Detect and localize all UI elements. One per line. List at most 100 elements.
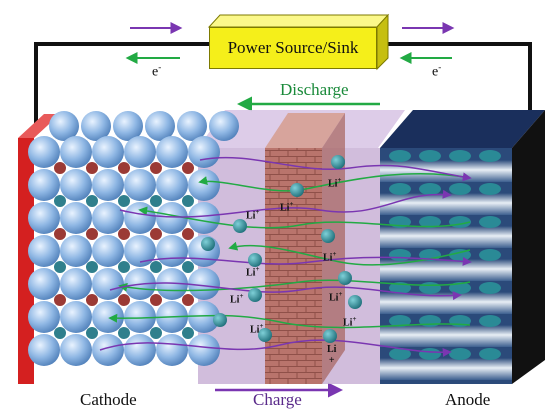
discharge-label: Discharge	[280, 80, 349, 99]
cathode-sphere	[28, 301, 60, 333]
cathode-lattice	[28, 111, 239, 366]
cathode-sphere	[81, 111, 111, 141]
anode-ion	[419, 150, 441, 162]
anode-ion	[479, 315, 501, 327]
cathode-atom-red	[54, 228, 66, 240]
cathode-sphere	[92, 169, 124, 201]
ion-path-discharge	[118, 279, 471, 292]
cathode-sphere	[188, 202, 220, 234]
anode-ion	[389, 249, 411, 261]
ion-spheres	[201, 155, 362, 343]
cathode-sphere	[92, 301, 124, 333]
anode-ion	[389, 150, 411, 162]
cathode-sphere	[188, 334, 220, 366]
cathode-atom-teal	[150, 327, 162, 339]
separator-side	[322, 113, 345, 384]
anode-layer	[380, 325, 512, 347]
anode-ion	[419, 348, 441, 360]
cathode-sphere	[60, 334, 92, 366]
cathode-atom-red	[118, 294, 130, 306]
anode-collector	[512, 110, 545, 384]
cathode-atom-red	[86, 162, 98, 174]
li-ion-label: Li+	[329, 290, 343, 304]
anode-layer	[380, 193, 512, 215]
anode-ion	[449, 183, 471, 195]
cathode-atom-teal	[150, 195, 162, 207]
anode-ion	[479, 249, 501, 261]
cathode-atom-teal	[118, 261, 130, 273]
ion-path-discharge	[228, 241, 471, 266]
cathode-atom-teal	[54, 327, 66, 339]
cathode-sphere	[28, 202, 60, 234]
cathode-sphere	[124, 169, 156, 201]
anode-top	[380, 110, 545, 148]
anode-layer	[380, 259, 512, 281]
cathode-sphere	[28, 334, 60, 366]
anode-ion	[479, 150, 501, 162]
anode-ion	[419, 282, 441, 294]
cathode-sphere	[124, 235, 156, 267]
cathode-atom-red	[150, 294, 162, 306]
circuit-wire-left	[34, 42, 209, 128]
li-ion-label: Li+	[280, 200, 294, 214]
separator-top	[265, 113, 345, 148]
anode-ion	[479, 216, 501, 228]
li-ion-sphere	[321, 229, 335, 243]
cathode-atom-red	[182, 162, 194, 174]
cathode-atom-teal	[86, 195, 98, 207]
cathode-sphere	[60, 301, 92, 333]
cathode-sphere	[124, 334, 156, 366]
li-ion-label: Li+	[328, 176, 342, 190]
cathode-sphere	[124, 136, 156, 168]
ion-path-charge	[199, 156, 472, 182]
cathode-sphere	[177, 111, 207, 141]
cathode-label: Cathode	[80, 390, 137, 409]
charge-label: Charge	[253, 390, 302, 409]
cathode-sphere	[156, 202, 188, 234]
cathode-atom-red	[150, 228, 162, 240]
li-ion-label-stacked: Li+	[327, 344, 337, 366]
cathode-sphere	[60, 136, 92, 168]
li-ion-sphere	[323, 329, 337, 343]
li-ion-label: Li+	[343, 315, 357, 329]
li-ion-label: Li+	[230, 292, 244, 306]
cathode-sphere	[156, 268, 188, 300]
li-ion-sphere	[331, 155, 345, 169]
li-ion-sphere	[213, 313, 227, 327]
anode-ion	[389, 315, 411, 327]
cathode-atom-red	[86, 228, 98, 240]
cathode-sphere	[124, 202, 156, 234]
cathode-sphere	[28, 268, 60, 300]
li-ion-label: Li+	[250, 322, 264, 336]
li-ion-sphere	[338, 271, 352, 285]
anode-layer	[380, 160, 512, 182]
cathode-sphere	[92, 334, 124, 366]
cathode-sphere	[28, 235, 60, 267]
cathode-sphere	[28, 169, 60, 201]
cathode-atom-teal	[86, 261, 98, 273]
li-ion-label: Li+	[246, 265, 260, 279]
cathode-atom-red	[86, 294, 98, 306]
anode-layer	[380, 226, 512, 248]
cathode-atom-red	[182, 228, 194, 240]
cathode-sphere	[188, 136, 220, 168]
anode-ion	[449, 348, 471, 360]
ion-path-charge	[139, 256, 472, 266]
cathode-atom-red	[118, 228, 130, 240]
ion-path-charge	[119, 189, 452, 218]
li-ion-sphere	[348, 295, 362, 309]
li-ion-sphere	[233, 219, 247, 233]
electron-label-right: e-	[432, 62, 442, 80]
anode-ion	[419, 183, 441, 195]
li-ion-label: Li+	[323, 250, 337, 264]
cathode-sphere	[188, 268, 220, 300]
cathode-atom-teal	[118, 195, 130, 207]
anode-layer	[380, 358, 512, 380]
li-ion-sphere	[201, 237, 215, 251]
cathode-sphere	[156, 334, 188, 366]
cathode-sphere	[124, 301, 156, 333]
ion-path-charge	[109, 282, 462, 301]
power-source-sink-label: Power Source/Sink	[227, 38, 359, 57]
circuit-wire-right	[377, 42, 532, 120]
